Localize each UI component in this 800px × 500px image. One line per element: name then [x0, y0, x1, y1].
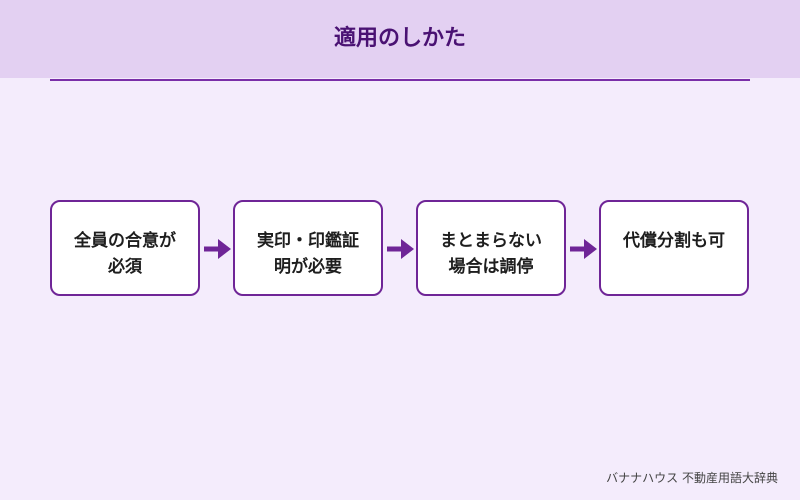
flow-step-3: まとまらない 場合は調停 [416, 200, 566, 296]
flow-step-1: 全員の合意が 必須 [50, 200, 200, 296]
arrow-right-icon [387, 239, 414, 259]
flow-step-2-label: 実印・印鑑証 明が必要 [257, 231, 359, 277]
flow-diagram: 全員の合意が 必須 実印・印鑑証 明が必要 まとまらない 場合は調停 代償分割も… [50, 200, 750, 300]
footer-credit: バナナハウス 不動産用語大辞典 [606, 471, 778, 485]
flow-step-1-label: 全員の合意が 必須 [74, 231, 176, 277]
flow-step-4-label: 代償分割も可 [623, 231, 725, 251]
arrow-right-icon [570, 239, 597, 259]
flow-step-3-label: まとまらない 場合は調停 [440, 231, 542, 277]
page-title: 適用のしかた [333, 26, 466, 51]
arrow-right-icon [204, 239, 231, 259]
header-band: 適用のしかた [0, 0, 800, 78]
flow-step-4: 代償分割も可 [599, 200, 749, 296]
header-divider [50, 79, 750, 81]
flow-step-2: 実印・印鑑証 明が必要 [233, 200, 383, 296]
